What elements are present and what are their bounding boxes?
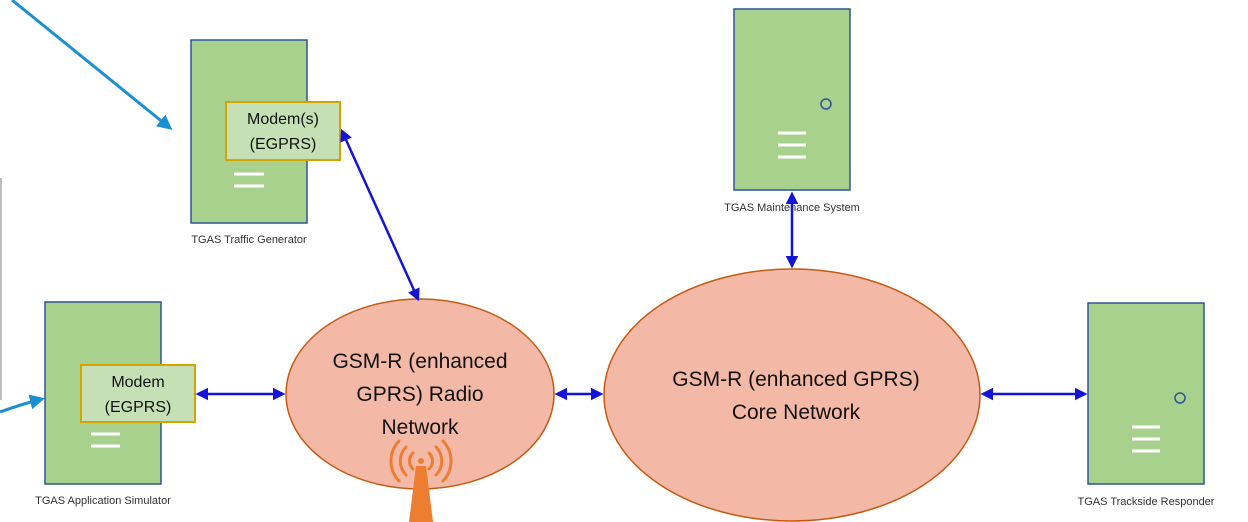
link-modem-to-radio-network bbox=[340, 128, 420, 302]
radio-network: GSM-R (enhanced GPRS) Radio Network bbox=[285, 298, 555, 490]
external-arrow-bottom bbox=[0, 394, 45, 414]
radio-antenna-icon bbox=[389, 439, 453, 522]
core-network-label-line1: GSM-R (enhanced GPRS) bbox=[672, 368, 919, 391]
modem-label-line2: (EGPRS) bbox=[250, 136, 317, 153]
modem-label-line1: Modem(s) bbox=[247, 111, 319, 128]
radio-network-label-line2: GPRS) Radio bbox=[356, 383, 483, 406]
radio-network-label-line1: GSM-R (enhanced bbox=[332, 350, 507, 373]
power-led-icon bbox=[820, 98, 832, 110]
core-network: GSM-R (enhanced GPRS) Core Network bbox=[603, 268, 981, 522]
modem-traffic-generator: Modem(s) (EGPRS) bbox=[225, 101, 341, 161]
modem-label-line1: Modem bbox=[111, 374, 164, 391]
radio-network-label-line3: Network bbox=[381, 416, 459, 439]
server-trackside-responder bbox=[1087, 302, 1205, 485]
external-arrow-top bbox=[11, 0, 173, 130]
server-maintenance-system bbox=[733, 8, 851, 191]
server-label-trackside-responder: TGAS Trackside Responder bbox=[1078, 496, 1215, 508]
modem-label-line2: (EGPRS) bbox=[105, 399, 172, 416]
server-label-application-simulator: TGAS Application Simulator bbox=[35, 495, 171, 507]
server-label-traffic-generator: TGAS Traffic Generator bbox=[191, 234, 307, 246]
modem-application-simulator: Modem (EGPRS) bbox=[80, 364, 196, 423]
core-network-label-line2: Core Network bbox=[732, 401, 861, 424]
power-led-icon bbox=[1174, 392, 1186, 404]
